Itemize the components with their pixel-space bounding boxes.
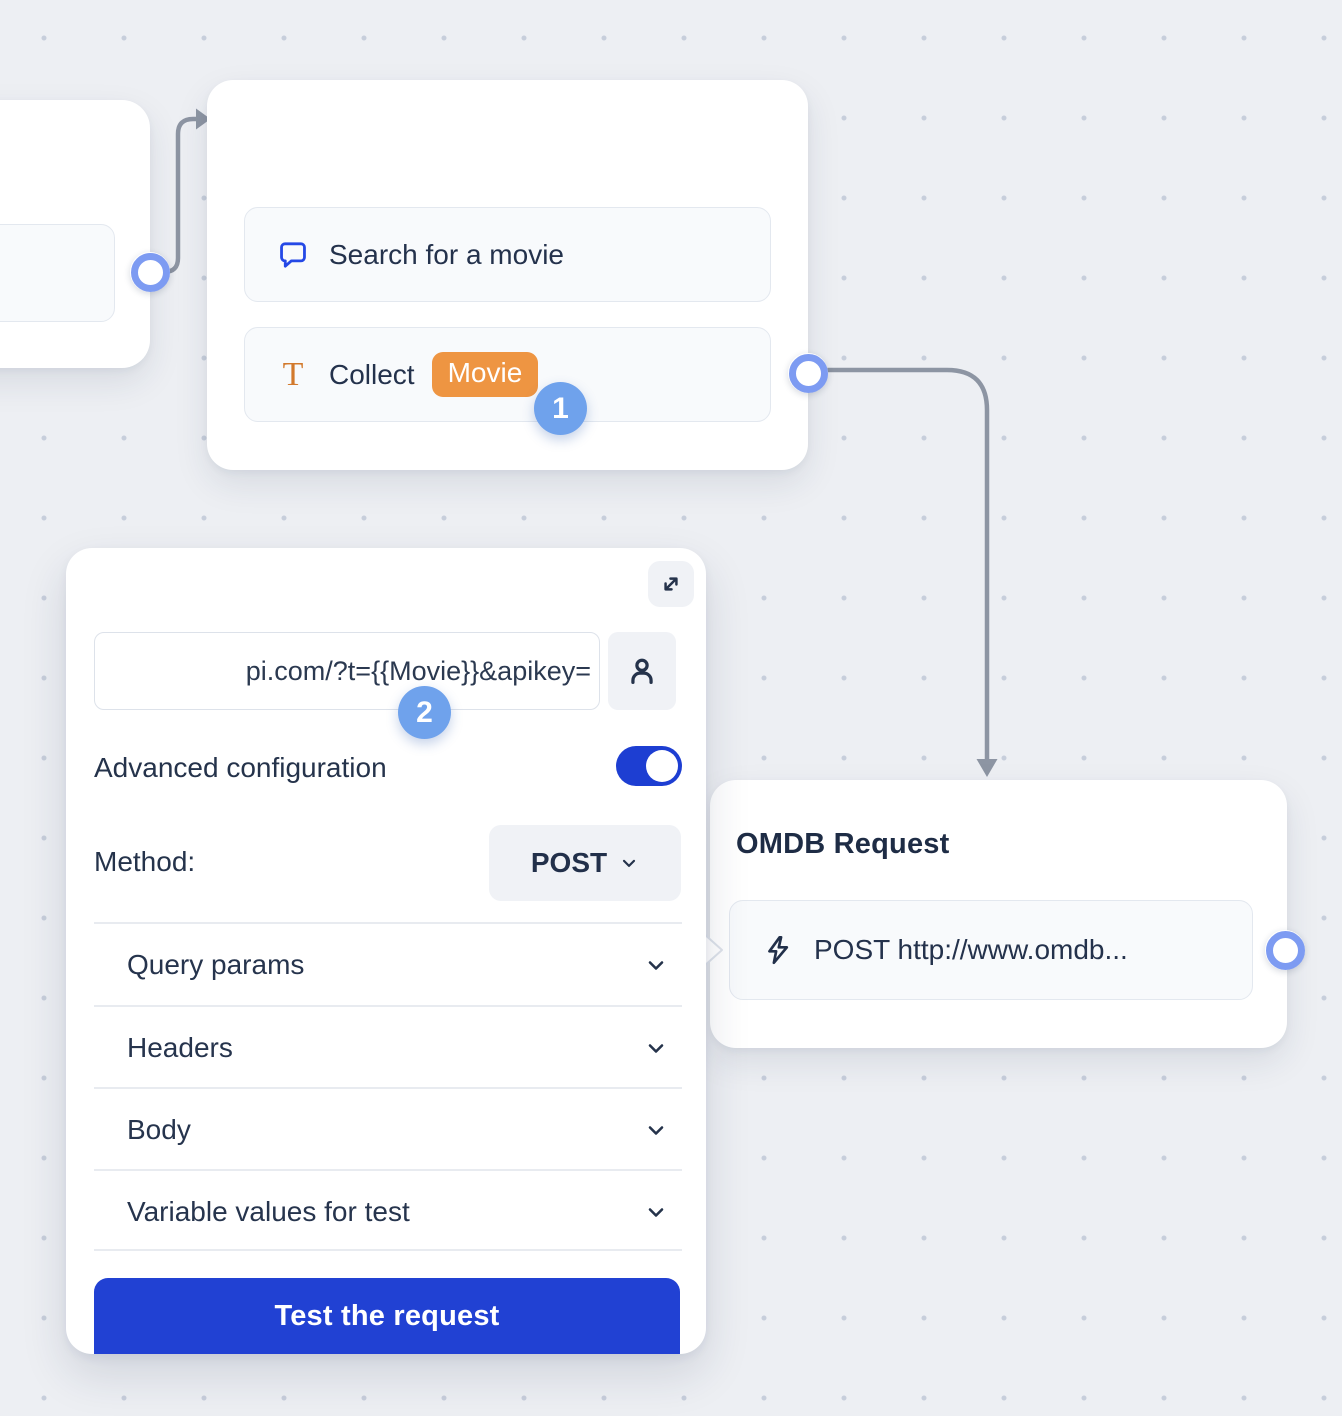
lightning-icon — [761, 933, 795, 967]
chevron-down-icon — [648, 1044, 664, 1053]
movie-search-node[interactable]: Movie search Search for a movie T Collec… — [207, 80, 808, 470]
chevron-down-icon — [648, 961, 664, 970]
partial-node-card[interactable] — [0, 100, 150, 368]
question-block-label: Search for a movie — [329, 238, 564, 270]
chat-bubble-icon — [276, 238, 310, 272]
advanced-config-label: Advanced configuration — [94, 752, 387, 783]
connector-into-movie-search — [147, 108, 211, 275]
node-title: OMDB Request — [736, 828, 950, 860]
arrowhead-down-icon — [976, 759, 998, 777]
expand-icon — [664, 577, 678, 591]
text-input-icon: T — [282, 355, 304, 393]
divider — [94, 1087, 682, 1089]
section-query-params[interactable]: Query params — [94, 924, 682, 1006]
advanced-config-toggle[interactable] — [616, 746, 682, 786]
question-block[interactable]: Search for a movie — [244, 207, 771, 302]
connector-movie-to-omdb — [809, 367, 998, 777]
webhook-block[interactable]: POST http://www.omdb... — [729, 900, 1253, 1000]
divider — [94, 922, 682, 924]
chevron-down-icon — [648, 1208, 664, 1217]
step-badge-2: 2 — [398, 686, 451, 739]
expand-button[interactable] — [648, 561, 694, 607]
partial-node-block[interactable] — [0, 224, 115, 322]
method-dropdown[interactable]: POST — [489, 825, 681, 901]
url-input[interactable]: pi.com/?t={{Movie}}&apikey= — [94, 632, 600, 710]
divider — [94, 1005, 682, 1007]
omdb-request-node[interactable]: OMDB Request POST http://www.omdb... — [710, 780, 1287, 1048]
section-body[interactable]: Body — [94, 1089, 682, 1171]
webhook-block-label: POST http://www.omdb... — [814, 934, 1128, 965]
connection-port-out-partial[interactable] — [130, 252, 170, 292]
method-label: Method: — [94, 846, 196, 877]
section-variable-values[interactable]: Variable values for test — [94, 1171, 682, 1253]
section-headers[interactable]: Headers — [94, 1007, 682, 1089]
chevron-down-icon — [648, 1126, 664, 1135]
divider — [94, 1249, 682, 1251]
divider — [94, 1169, 682, 1171]
connection-port-out-omdb[interactable] — [1265, 930, 1305, 970]
variable-chip[interactable]: Movie — [431, 352, 539, 397]
user-icon — [631, 658, 653, 684]
step-badge-1: 1 — [534, 382, 587, 435]
test-request-button[interactable]: Test the request — [94, 1278, 680, 1354]
collect-block[interactable]: T Collect Movie — [244, 327, 771, 422]
connection-port-out-movie-search[interactable] — [788, 353, 828, 393]
collect-block-label: Collect — [329, 358, 415, 390]
user-variable-button[interactable] — [608, 632, 676, 710]
chevron-down-icon — [623, 859, 636, 867]
webhook-config-panel: pi.com/?t={{Movie}}&apikey= Advanced con… — [66, 548, 706, 1354]
